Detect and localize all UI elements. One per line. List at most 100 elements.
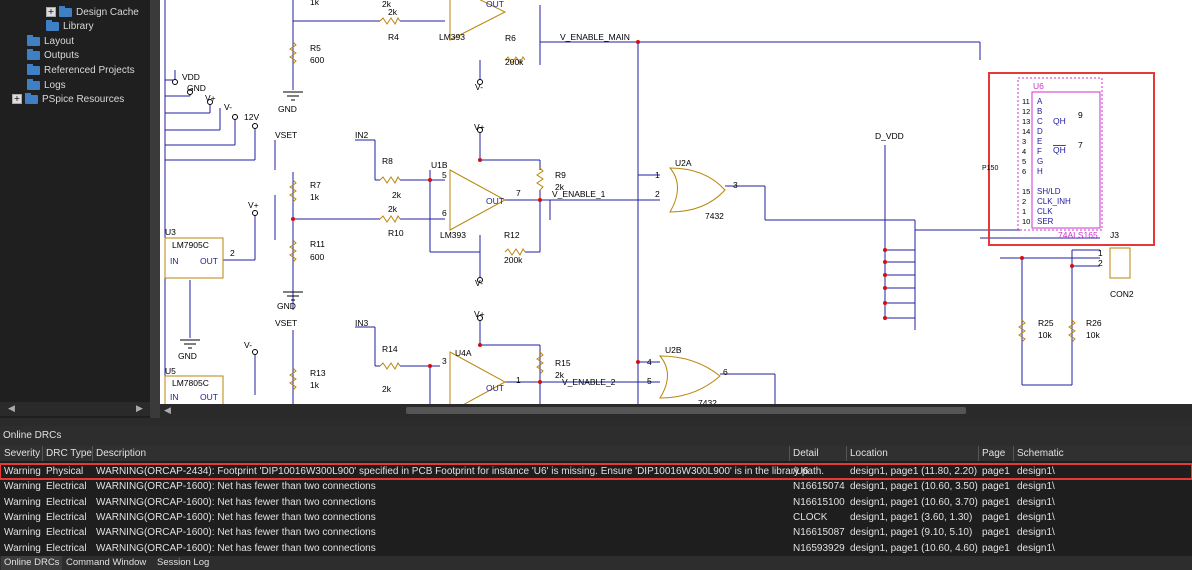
u6-pin-number: 5	[1022, 157, 1026, 166]
scroll-left-icon[interactable]: ◀	[8, 404, 15, 414]
net-v-enable-2: V_ENABLE_2	[562, 377, 616, 387]
tree-item-outputs[interactable]: Outputs	[27, 48, 79, 62]
drc-cell-detail: N16593929	[793, 542, 845, 554]
label-r4: R4	[388, 32, 399, 42]
drc-cell-type: Electrical	[46, 511, 87, 523]
label-r10-value: 2k	[388, 204, 398, 214]
label-r7: R7	[310, 180, 321, 190]
drc-cell-page: page1	[982, 466, 1010, 477]
col-severity[interactable]: Severity	[4, 448, 41, 459]
pane-splitter[interactable]	[150, 0, 160, 418]
drc-cell-type: Electrical	[46, 542, 87, 554]
label-r10: R10	[388, 228, 404, 238]
tree-item-library[interactable]: Library	[46, 19, 94, 33]
folder-icon	[27, 48, 40, 60]
label-u3: U3	[165, 227, 176, 237]
pin-u2a-3: 3	[733, 180, 738, 190]
schematic-canvas[interactable]: VDD GND V+ V- 12V 1k R5 600 GND 2k 2k R4…	[160, 0, 1192, 404]
label-r25-value: 10k	[1038, 330, 1052, 340]
pin-7: 7	[516, 188, 521, 198]
col-detail[interactable]: Detail	[793, 448, 819, 459]
tree-item-layout[interactable]: Layout	[27, 34, 74, 48]
label-r12-value: 200k	[504, 255, 523, 265]
tab-online-drcs[interactable]: Online DRCs	[1, 556, 63, 570]
folder-icon	[27, 34, 40, 46]
label-vset-1: VSET	[275, 130, 297, 140]
label-r13-value: 1k	[310, 380, 320, 390]
col-schematic[interactable]: Schematic	[1017, 448, 1064, 459]
u6-chip[interactable]	[1017, 77, 1103, 231]
tree-item-pspice-resources[interactable]: + PSpice Resources	[12, 92, 124, 106]
drc-cell-detail: /U6	[793, 466, 809, 477]
label-u5: U5	[165, 366, 176, 376]
label-lm393-mid: LM393	[440, 230, 466, 240]
label-r6: R6	[505, 33, 516, 43]
label-vset-2: VSET	[275, 318, 297, 328]
drc-cell-severity: Warning	[4, 511, 41, 523]
col-drc-type[interactable]: DRC Type	[46, 448, 92, 459]
con2-connector	[1109, 247, 1131, 279]
junction-dots	[291, 40, 1074, 384]
label-out-bottom: OUT	[486, 383, 504, 393]
label-vminus-top: V-	[475, 82, 483, 92]
label-d-vdd: D_VDD	[875, 131, 904, 141]
drc-cell-schematic: design1\	[1017, 466, 1055, 477]
label-r4-top-value: 2k	[382, 0, 392, 9]
tab-command-window[interactable]: Command Window	[66, 557, 147, 568]
opamps	[449, 0, 507, 404]
net-v-enable-main: V_ENABLE_MAIN	[560, 32, 630, 42]
tree-item-label: Design Cache	[76, 6, 139, 18]
tree-scrollbar[interactable]: ◀ ▶	[0, 402, 150, 416]
label-r12: R12	[504, 230, 520, 240]
drc-cell-description: WARNING(ORCAP-1600): Net has fewer than …	[96, 496, 376, 508]
regulators	[164, 237, 224, 404]
tree-item-logs[interactable]: Logs	[27, 78, 66, 92]
scroll-right-icon[interactable]: ▶	[136, 404, 143, 414]
u6-pin-number: 15	[1022, 187, 1030, 196]
label-r26-value: 10k	[1086, 330, 1100, 340]
pin-1: 1	[516, 375, 521, 385]
label-j3: J3	[1110, 230, 1119, 240]
label-u2a-part: 7432	[705, 211, 724, 221]
tab-session-log[interactable]: Session Log	[157, 557, 210, 568]
pin-u2b-5: 5	[647, 376, 652, 386]
drc-cell-page: page1	[982, 511, 1010, 523]
expand-icon[interactable]: +	[12, 94, 22, 104]
u6-pin-number: 6	[1022, 167, 1026, 176]
wires	[164, 0, 1100, 404]
u6-pin-number: 12	[1022, 107, 1030, 116]
tree-item-label: Layout	[44, 35, 75, 47]
u6-pin-labels: A11B12C13D14E3F4G5H6SH/LD15CLK_INH2CLK1S…	[1022, 97, 1071, 226]
scroll-thumb[interactable]	[406, 407, 966, 414]
col-description[interactable]: Description	[96, 448, 147, 459]
col-location[interactable]: Location	[850, 448, 888, 459]
label-r13: R13	[310, 368, 326, 378]
label-u6: U6	[1033, 81, 1044, 91]
tree-item-label: Outputs	[44, 49, 80, 61]
expand-icon[interactable]: +	[46, 7, 56, 17]
u6-pin-clk-inh: CLK_INH	[1037, 197, 1071, 206]
label-r4-value: 2k	[388, 7, 398, 17]
label-lm7805c: LM7805C	[172, 378, 209, 388]
tree-item-design-cache[interactable]: + Design Cache	[46, 5, 139, 19]
drc-cell-location: design1, page1 (9.10, 5.10)	[850, 527, 973, 539]
col-page[interactable]: Page	[982, 448, 1006, 459]
tree-item-referenced-projects[interactable]: Referenced Projects	[27, 63, 135, 77]
scroll-left-icon[interactable]: ◀	[164, 406, 171, 416]
u6-pin-number: 4	[1022, 147, 1026, 156]
pin-6: 6	[442, 208, 447, 218]
drc-cell-page: page1	[982, 542, 1010, 554]
label-r14: R14	[382, 344, 398, 354]
drc-header: Severity DRC Type Description Detail Loc…	[0, 446, 1192, 461]
folder-icon	[27, 63, 40, 75]
canvas-scrollbar[interactable]: ◀	[160, 404, 1192, 418]
drc-cell-severity: Warning	[4, 527, 41, 539]
drc-cell-schematic: design1\	[1017, 542, 1055, 554]
drc-cell-location: design1, page1 (11.80, 2.20)	[850, 466, 978, 477]
